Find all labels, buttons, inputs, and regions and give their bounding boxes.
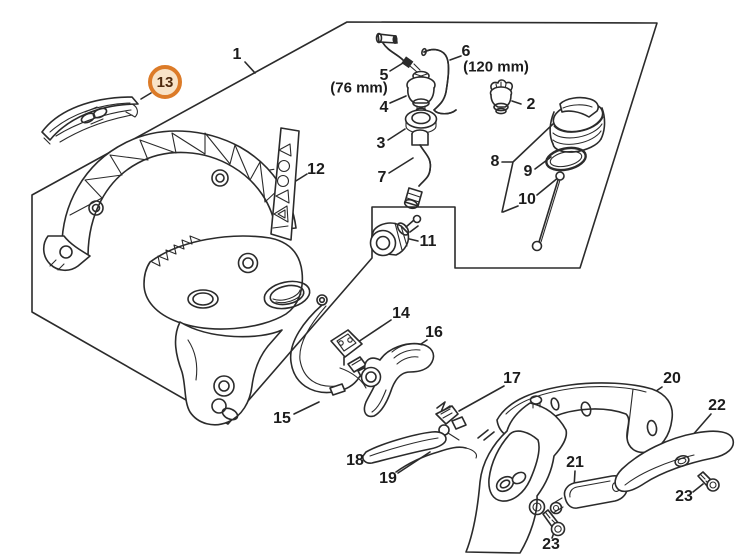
part-label-16[interactable]: 16 [425, 324, 443, 341]
retainer-pin-drawing [531, 171, 565, 252]
cover-strip-drawing [614, 430, 735, 493]
part-label-7[interactable]: 7 [377, 169, 387, 186]
part-label-20[interactable]: 20 [663, 370, 681, 387]
part-label-5[interactable]: 5 [379, 67, 389, 84]
vent-valve-drawing [406, 70, 436, 115]
measurement-120mm: (120 mm) [463, 58, 529, 76]
grommet-drawing [404, 109, 438, 134]
vent-hose-drawing [375, 32, 421, 73]
part-label-23-left[interactable]: 23 [542, 536, 560, 553]
part-label-13-selected[interactable]: 13 [148, 65, 182, 99]
part-label-15[interactable]: 15 [273, 410, 291, 427]
part-label-8[interactable]: 8 [490, 153, 500, 170]
screw-left-drawing [542, 509, 566, 537]
part-label-17[interactable]: 17 [503, 370, 521, 387]
part-label-21[interactable]: 21 [566, 454, 584, 471]
leader-lines [140, 55, 712, 539]
part-label-6[interactable]: 6 [461, 43, 471, 60]
switch-lever-drawing [549, 475, 628, 515]
part-label-18[interactable]: 18 [346, 452, 364, 469]
part-label-10[interactable]: 10 [518, 191, 536, 208]
measurement-76mm: (76 mm) [330, 79, 388, 97]
spring-wire-drawing [395, 446, 478, 473]
part-label-14[interactable]: 14 [392, 305, 410, 322]
part-label-4[interactable]: 4 [379, 99, 389, 116]
o-ring-drawing [545, 146, 587, 172]
part-label-12[interactable]: 12 [307, 161, 325, 178]
part-label-2[interactable]: 2 [526, 96, 536, 113]
part-label-23-right[interactable]: 23 [675, 488, 693, 505]
vent-tube-drawing [421, 47, 457, 115]
trigger-drawing [360, 342, 435, 418]
plate-drawing [362, 431, 447, 464]
top-cover-drawing [41, 96, 139, 145]
fuel-cap-drawing [549, 96, 606, 153]
frame-outline [31, 21, 658, 425]
screw-right-drawing [697, 471, 720, 492]
pickup-hose-drawing [403, 129, 432, 210]
part-label-1[interactable]: 1 [232, 46, 242, 63]
fuel-filter-drawing [369, 214, 422, 257]
part-label-19[interactable]: 19 [379, 470, 397, 487]
valve-drawing [489, 79, 513, 115]
part-label-3[interactable]: 3 [376, 135, 386, 152]
main-housing-drawing [42, 130, 311, 426]
label-sticker-drawing [270, 127, 300, 241]
part-label-22[interactable]: 22 [708, 397, 726, 414]
switch-drawing [330, 329, 367, 373]
part-label-11[interactable]: 11 [419, 233, 437, 250]
handle-molding-drawing [465, 382, 674, 554]
part-label-9[interactable]: 9 [523, 163, 533, 180]
